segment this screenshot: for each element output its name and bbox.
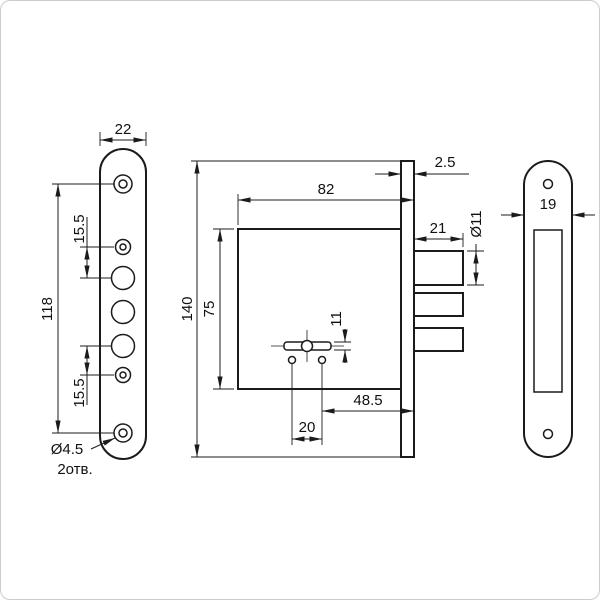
dim-faceplate-width: 22 (99, 121, 147, 146)
dim-label-15-5-lower: 15.5 (71, 378, 88, 407)
bolt-2 (413, 292, 464, 317)
dim-label-118: 118 (39, 297, 56, 321)
dim-label-75: 75 (201, 301, 218, 318)
dim-label-20: 20 (299, 419, 316, 436)
leader-line (90, 437, 116, 450)
dim-screw-span: 118 (39, 183, 114, 434)
dim-plate-thickness: 2.5 (375, 154, 469, 177)
dim-label-22: 22 (115, 121, 132, 138)
bore-hole-1 (110, 265, 136, 291)
dim-strike-width: 19 (501, 196, 595, 218)
screw-hole-callout: Ø4.5 2отв. (51, 437, 116, 478)
fixing-post-left (287, 355, 297, 365)
key-slot-hub (300, 339, 314, 353)
dim-bolt-length: 21 (414, 220, 464, 247)
dim-label-82: 82 (318, 181, 335, 198)
dim-label-hole-dia: Ø4.5 (51, 441, 84, 458)
strike-cutout (533, 229, 563, 393)
dim-bolt-diameter: Ø11 (467, 210, 485, 286)
small-hole-lower-inner (119, 371, 127, 379)
bolt-1 (413, 250, 464, 286)
strike-hole-top (542, 178, 554, 190)
dim-body-width: 82 (237, 181, 414, 225)
lock-body-outline (237, 228, 402, 390)
screw-hole-bottom-inner (118, 428, 128, 438)
dim-label-48-5: 48.5 (353, 392, 382, 409)
dim-label-11: 11 (328, 311, 345, 327)
dim-hole-gap-upper: 15.5 (71, 214, 114, 279)
dim-hole-gap-lower: 15.5 (71, 345, 114, 408)
dim-label-21: 21 (430, 220, 447, 237)
view-strike-plate: 19 (501, 160, 595, 458)
dim-backset: 48.5 (322, 392, 414, 414)
dim-label-hole-count: 2отв. (57, 461, 92, 478)
bore-hole-3 (110, 333, 136, 359)
bore-hole-2 (110, 299, 136, 325)
dim-post-spacing: 20 (292, 419, 322, 442)
key-slot-feature (271, 330, 344, 445)
forend-plate-edge (400, 160, 415, 458)
dim-label-2-5: 2.5 (435, 154, 456, 171)
dim-label-15-5-upper: 15.5 (71, 214, 88, 243)
screw-hole-top-inner (118, 179, 128, 189)
dim-plate-height: 140 (179, 161, 200, 457)
dim-label-o11: Ø11 (468, 210, 485, 237)
view-faceplate: 22 118 15.5 15.5 Ø4.5 (39, 121, 147, 478)
dim-body-height: 75 (201, 228, 234, 390)
bolt-3 (413, 327, 464, 352)
strike-hole-bottom (542, 428, 554, 440)
view-lock-body: 2.5 82 140 75 21 (179, 154, 485, 458)
small-hole-upper-inner (119, 243, 127, 251)
dim-label-140: 140 (179, 296, 196, 321)
dim-label-19: 19 (540, 196, 557, 213)
dim-key-slot-height: 11 (328, 311, 351, 363)
fixing-post-right (317, 355, 327, 365)
